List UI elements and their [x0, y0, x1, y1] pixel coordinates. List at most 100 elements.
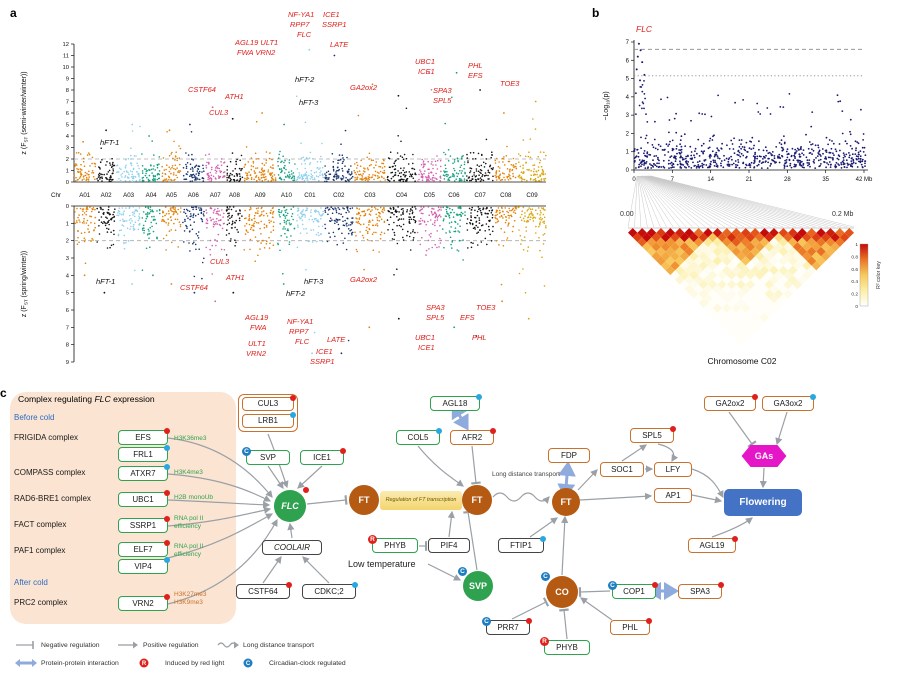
node-label: COP1	[623, 586, 645, 596]
svg-text:C02: C02	[333, 192, 345, 199]
node-Flowering: Flowering	[724, 489, 802, 516]
gene-annotation: ATH1	[225, 92, 244, 101]
pathway-text: H2B monoUb	[174, 494, 214, 501]
node-label: CSTF64	[248, 586, 278, 596]
red-light-badge-icon: R	[540, 637, 549, 646]
red-dot-icon	[164, 428, 170, 434]
pathway-text: H3K27me3	[174, 591, 207, 598]
red-dot-icon	[718, 582, 724, 588]
svg-text:1: 1	[626, 150, 630, 156]
circadian-badge-icon: C	[541, 572, 550, 581]
pathway-text: efficiency	[174, 523, 201, 530]
legend-wavy-icon	[217, 641, 239, 649]
svg-text:7: 7	[671, 177, 675, 183]
region-title-flc: FLC	[94, 394, 111, 404]
node-label: COL5	[407, 432, 429, 442]
node-label: GAs	[754, 450, 774, 461]
red-dot-icon	[752, 394, 758, 400]
legend-C-icon: C	[243, 658, 253, 668]
svg-text:Chr: Chr	[51, 192, 61, 199]
pathway-text: FACT complex	[14, 520, 67, 529]
legend-label: Positive regulation	[143, 641, 199, 649]
node-label: GA3ox2	[773, 398, 803, 408]
node-label: PHYB	[556, 642, 578, 652]
pathway-text: PAF1 complex	[14, 546, 66, 555]
svg-text:11: 11	[63, 54, 69, 60]
gene-annotation: CSTF64	[180, 283, 208, 292]
svg-text:0: 0	[626, 168, 630, 174]
node-label: PHL	[622, 622, 638, 632]
gene-annotation: ICE1	[418, 67, 435, 76]
gene-annotation: LATE	[327, 335, 346, 344]
node-PHYB2: PHYB R	[540, 637, 590, 655]
pathway-text: Low temperature	[348, 559, 416, 569]
svg-text:C: C	[246, 661, 251, 667]
gene-annotation: AGL19 ULT1	[235, 38, 279, 47]
gene-annotation: RPP7	[289, 327, 309, 336]
svg-text:A05: A05	[166, 192, 178, 199]
legend-R-icon: R	[139, 658, 149, 668]
svg-text:4: 4	[626, 95, 630, 101]
svg-text:R² color key: R² color key	[876, 261, 882, 289]
node-label: FT	[358, 494, 370, 505]
node-label: PRR7	[497, 622, 519, 632]
gene-annotation: hFT-1	[96, 277, 116, 286]
node-LFY: LFY	[654, 462, 692, 477]
red-dot-icon	[164, 594, 170, 600]
legend-label: Negative regulation	[41, 641, 100, 649]
node-label: SPL5	[642, 430, 662, 440]
red-dot-icon	[526, 618, 532, 624]
blue-dot-icon	[164, 557, 170, 563]
legend-bar-icon	[16, 641, 34, 649]
region-title-post: expression	[110, 394, 155, 404]
gene-annotation: PHL	[472, 333, 487, 342]
svg-text:6: 6	[66, 111, 69, 117]
svg-text:35: 35	[822, 177, 829, 183]
red-dot-icon	[286, 582, 292, 588]
svg-text:0.2: 0.2	[851, 292, 858, 298]
red-dot-icon	[290, 395, 296, 401]
blue-dot-icon	[164, 464, 170, 470]
node-VIP4: VIP4	[118, 557, 170, 574]
node-AGL19: AGL19	[688, 536, 738, 553]
svg-text:9: 9	[66, 77, 69, 83]
svg-text:A03: A03	[123, 192, 135, 199]
node-label: ICE1	[313, 452, 331, 462]
region-title-pre: Complex regulating	[18, 394, 95, 404]
node-label: ELF7	[133, 544, 153, 554]
gene-annotation: SPA3	[433, 86, 452, 95]
gene-annotation: ICE1	[323, 10, 340, 19]
node-ATXR7: ATXR7	[118, 464, 170, 481]
node-COP1: COP1 C	[608, 581, 658, 599]
svg-text:4: 4	[66, 134, 70, 140]
node-COOLAIR: COOLAIR	[262, 540, 322, 555]
gene-annotation: VRN2	[246, 349, 267, 358]
ld-left-label: 0.00	[620, 211, 634, 218]
blue-dot-icon	[476, 394, 482, 400]
svg-text:z (FST (semi-winter/winter)): z (FST (semi-winter/winter))	[21, 71, 29, 154]
pathway-text: efficiency	[174, 551, 201, 558]
panel-b-label: b	[592, 6, 600, 20]
node-FLC: FLC	[274, 487, 309, 522]
gene-annotation: SPA3	[426, 303, 445, 312]
svg-text:8: 8	[66, 88, 69, 94]
node-FT2: FT	[462, 485, 492, 515]
node-label: FDP	[561, 450, 577, 460]
node-label: FT	[560, 496, 572, 507]
node-label: Regulation of FT transcription	[385, 496, 457, 503]
svg-text:A08: A08	[229, 192, 241, 199]
circadian-badge-icon: C	[608, 581, 617, 590]
red-dot-icon	[490, 428, 496, 434]
svg-text:C09: C09	[526, 192, 538, 199]
svg-text:6: 6	[66, 308, 69, 314]
gene-annotation: NF-YA1	[288, 10, 315, 19]
node-SOC1: SOC1	[600, 462, 644, 477]
svg-text:0: 0	[632, 177, 636, 183]
node-label: AP1	[665, 490, 681, 500]
svg-text:12: 12	[63, 42, 69, 48]
pathway-text: H3K4me3	[174, 469, 203, 476]
node-label: GA2ox2	[715, 398, 745, 408]
